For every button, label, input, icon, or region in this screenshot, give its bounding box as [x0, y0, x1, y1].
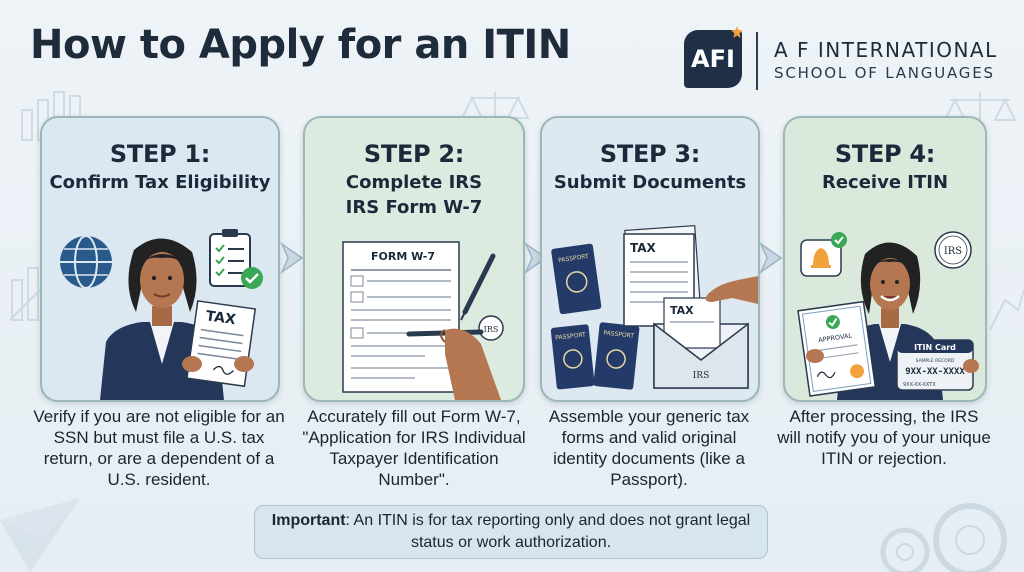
- form-w7-document: FORM W-7: [342, 241, 460, 393]
- logo-star-icon: [731, 26, 743, 38]
- approval-certificate: APPROVAL: [797, 300, 877, 397]
- itin-card-line: 9XX-XX-XXTX: [903, 382, 936, 388]
- form-w7-label: FORM W-7: [371, 250, 435, 263]
- tax-form-stack: TAX: [623, 224, 702, 327]
- step-2-illustration: FORM W-7 IRS: [342, 241, 504, 400]
- step-2-subtitle-line: Complete IRS: [345, 172, 483, 193]
- writing-hand-icon: [406, 328, 501, 400]
- irs-seal-icon: IRS: [478, 315, 504, 341]
- step-2-subtitle-line: IRS Form W-7: [345, 197, 483, 218]
- important-note-label: Important: [271, 512, 346, 529]
- step-1-title: STEP 1:: [109, 140, 211, 168]
- envelope-irs-label: IRS: [693, 371, 710, 381]
- logo-mark-text: AFI: [691, 45, 735, 73]
- step-1-card: STEP 1: Confirm Tax Eligibility: [40, 116, 280, 402]
- step-3-description: Assemble your generic tax forms and vali…: [548, 407, 750, 489]
- step-3-card: STEP 3: Submit Documents PASSPORT PASSPO…: [540, 116, 760, 402]
- tax-form-label: TAX: [630, 241, 657, 255]
- itin-card-caption: SAMPLE RECORD: [916, 358, 955, 364]
- step-3-subtitle-line: Submit Documents: [553, 172, 747, 193]
- step-4-seal-label: IRS: [944, 246, 962, 257]
- important-note: Important: An ITIN is for tax reporting …: [254, 505, 768, 559]
- passport-label: PASSPORT: [555, 331, 587, 341]
- logo-line-2: SCHOOL OF LANGUAGES: [774, 64, 995, 82]
- checklist-clipboard-icon: [209, 229, 263, 289]
- step-1-subtitle: Confirm Tax Eligibility: [42, 170, 278, 195]
- arrow-right-icon: [280, 241, 304, 275]
- step-2-subtitle: Complete IRS IRS Form W-7: [305, 170, 523, 220]
- arrow-right-icon: [759, 241, 783, 275]
- step-2-card: STEP 2: Complete IRS IRS Form W-7 FORM W…: [303, 116, 525, 402]
- step-2-seal-label: IRS: [484, 325, 499, 334]
- envelope-doc-label: TAX: [670, 304, 694, 317]
- itin-card-number: 9XX-XX-XXXX: [905, 367, 965, 377]
- tax-document-icon: TAX: [182, 300, 257, 388]
- arrow-right-icon: [524, 241, 548, 275]
- important-note-text: Important: An ITIN is for tax reporting …: [271, 510, 751, 554]
- itin-card: ITIN Card SAMPLE RECORD 9XX-XX-XXXX 9XX-…: [896, 339, 979, 391]
- passport-icon: PASSPORT: [551, 243, 602, 315]
- step-1-subtitle-line: Confirm Tax Eligibility: [49, 172, 271, 193]
- step-3-title: STEP 3:: [599, 140, 701, 168]
- step-4-subtitle: Receive ITIN: [785, 170, 985, 195]
- passport-icon: PASSPORT: [550, 324, 595, 390]
- logo-line-1: A F INTERNATIONAL: [774, 38, 998, 62]
- passport-label: PASSPORT: [558, 253, 590, 264]
- step-4-title: STEP 4:: [834, 140, 936, 168]
- hand-icon: [705, 276, 758, 304]
- step-2-title: STEP 2:: [363, 140, 465, 168]
- step-4-illustration: IRS APPROVAL: [797, 231, 979, 400]
- step-4-card: STEP 4: Receive ITIN IRS: [783, 116, 987, 402]
- important-note-body: : An ITIN is for tax reporting only and …: [345, 512, 751, 551]
- step-3-illustration: PASSPORT PASSPORT PASSPORT TAX: [550, 224, 758, 390]
- step-4-description: After processing, the IRS will notify yo…: [777, 407, 991, 468]
- notification-bell-icon: [800, 232, 847, 277]
- step-2-description: Accurately fill out Form W-7, "Applicati…: [302, 407, 526, 489]
- step-1-description: Verify if you are not eligible for an SS…: [33, 407, 285, 489]
- page-title: How to Apply for an ITIN: [30, 22, 571, 68]
- passport-icon: PASSPORT: [593, 322, 640, 390]
- logo-divider: [756, 32, 758, 90]
- envelope-icon: TAX IRS: [653, 297, 749, 389]
- irs-seal-icon: IRS: [934, 231, 972, 269]
- tax-doc-label: TAX: [205, 308, 237, 328]
- passport-label: PASSPORT: [603, 330, 635, 340]
- step-1-illustration: TAX: [60, 229, 263, 400]
- pen-icon: [460, 253, 496, 321]
- brand-logo: AFI A F INTERNATIONAL SCHOOL OF LANGUAGE…: [684, 26, 1004, 94]
- itin-card-title: ITIN Card: [914, 343, 956, 352]
- step-3-subtitle: Submit Documents: [542, 170, 758, 195]
- globe-icon: [60, 235, 112, 289]
- step-4-subtitle-line: Receive ITIN: [821, 172, 949, 193]
- logo-mark: AFI: [684, 30, 742, 88]
